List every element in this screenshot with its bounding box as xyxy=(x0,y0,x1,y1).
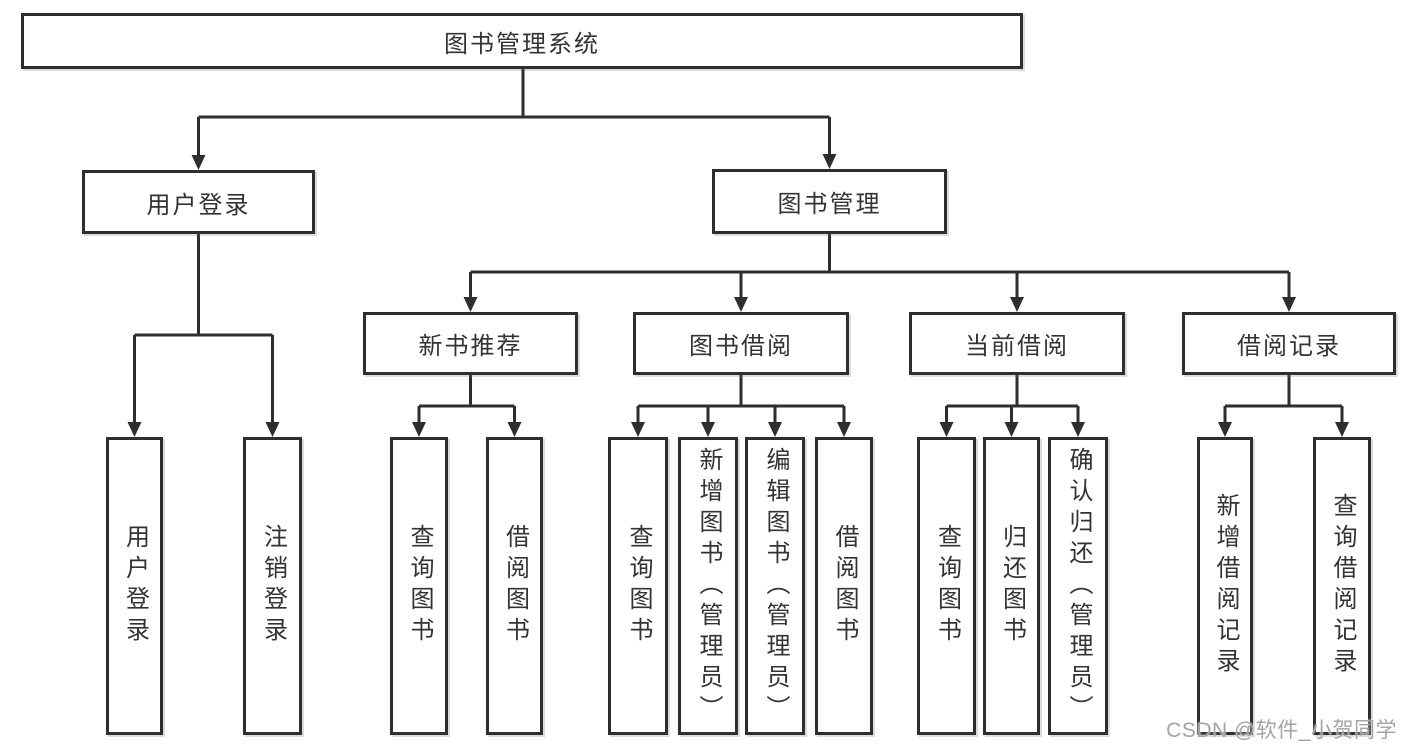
node-current-borrowing: 当前借阅 xyxy=(909,312,1125,375)
node-leaf-current-query-books: 查询图书 xyxy=(917,437,976,735)
node-leaf-recommend-query-books: 查询图书 xyxy=(390,437,448,735)
node-leaf-add-borrow-record-label: 新增借阅记录 xyxy=(1212,493,1239,679)
node-leaf-return-books-label: 归还图书 xyxy=(998,524,1026,648)
node-book-borrowing: 图书借阅 xyxy=(633,312,849,375)
node-leaf-user-login: 用户登录 xyxy=(106,437,163,735)
node-leaf-query-borrow-record-label: 查询借阅记录 xyxy=(1329,493,1356,679)
watermark-text: CSDN @软件_小贺同学 xyxy=(1166,719,1397,742)
node-leaf-user-login-label: 用户登录 xyxy=(121,524,149,648)
node-leaf-borrowing-borrow-books-label: 借阅图书 xyxy=(831,524,858,648)
node-leaf-recommend-borrow-books: 借阅图书 xyxy=(486,437,543,735)
node-leaf-borrowing-borrow-books: 借阅图书 xyxy=(815,437,873,735)
node-book-management-label: 图书管理 xyxy=(777,191,882,218)
node-book-borrowing-label: 图书借阅 xyxy=(689,333,793,360)
node-leaf-confirm-return-admin-label: 确认归还（管理员） xyxy=(1065,446,1092,726)
node-leaf-confirm-return-admin: 确认归还（管理员） xyxy=(1048,437,1108,735)
node-leaf-recommend-borrow-books-label: 借阅图书 xyxy=(501,524,529,648)
connector-path xyxy=(133,69,1344,424)
node-leaf-current-query-books-label: 查询图书 xyxy=(933,524,961,648)
node-root-label: 图书管理系统 xyxy=(444,30,600,58)
node-new-book-recommend-label: 新书推荐 xyxy=(418,333,523,360)
node-leaf-edit-books-admin: 编辑图书（管理员） xyxy=(745,437,805,735)
node-borrow-records: 借阅记录 xyxy=(1182,312,1396,375)
node-leaf-edit-books-admin-label: 编辑图书（管理员） xyxy=(762,446,789,726)
node-leaf-add-books-admin-label: 新增图书（管理员） xyxy=(695,446,722,726)
node-leaf-query-borrow-record: 查询借阅记录 xyxy=(1313,437,1371,735)
node-user-login: 用户登录 xyxy=(82,170,315,234)
node-leaf-recommend-query-books-label: 查询图书 xyxy=(406,524,433,648)
node-book-management: 图书管理 xyxy=(712,169,947,234)
node-current-borrowing-label: 当前借阅 xyxy=(965,333,1069,360)
node-new-book-recommend: 新书推荐 xyxy=(363,312,578,375)
node-leaf-logout-label: 注销登录 xyxy=(259,524,287,648)
node-borrow-records-label: 借阅记录 xyxy=(1237,333,1341,360)
node-user-login-label: 用户登录 xyxy=(146,191,251,219)
node-root: 图书管理系统 xyxy=(21,13,1023,69)
node-leaf-add-books-admin: 新增图书（管理员） xyxy=(678,437,738,735)
node-leaf-borrowing-query-books: 查询图书 xyxy=(608,437,668,735)
node-leaf-return-books: 归还图书 xyxy=(983,437,1040,735)
node-leaf-logout: 注销登录 xyxy=(243,437,302,735)
node-leaf-borrowing-query-books-label: 查询图书 xyxy=(625,524,652,648)
node-leaf-add-borrow-record: 新增借阅记录 xyxy=(1197,437,1253,735)
